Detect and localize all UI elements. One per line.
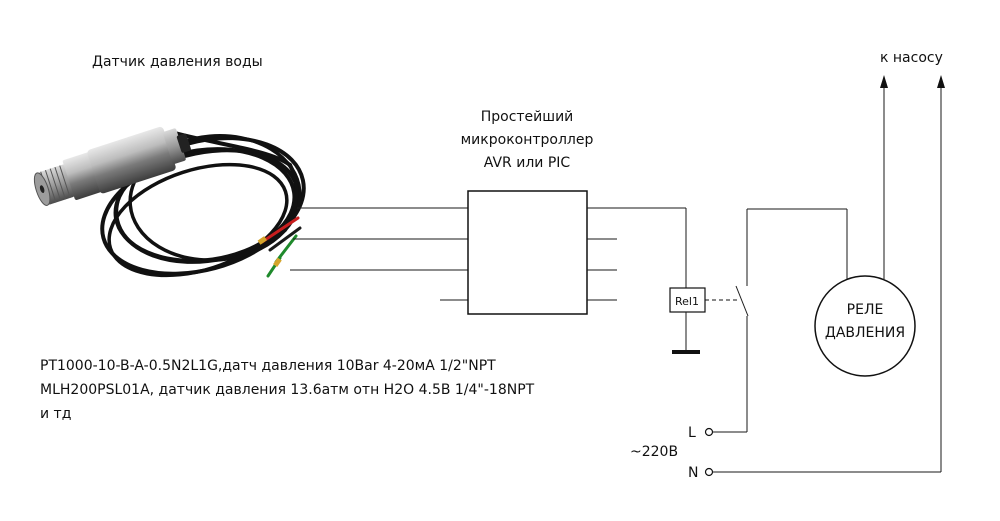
microcontroller-label-line-1: Простейший	[481, 109, 574, 125]
sensor-title: Датчик давления воды	[92, 54, 263, 70]
mains-l-terminal	[704, 427, 714, 437]
relay-coil: Rel1	[669, 208, 706, 351]
mains-voltage-label: ~220В	[630, 444, 678, 460]
mains-n-label: N	[688, 465, 698, 481]
pump-label: к насосу	[880, 50, 943, 66]
pressure-relay-circle	[814, 275, 916, 377]
microcontroller-label-line-2: микроконтроллер	[461, 132, 594, 148]
relay-label: Rel1	[675, 295, 699, 308]
pressure-relay-label-line-2: ДАВЛЕНИЯ	[825, 325, 905, 341]
pump-output-lines	[880, 75, 945, 472]
sensor-description-line-1: PT1000-10-B-A-0.5N2L1G,датч давления 10B…	[40, 358, 496, 374]
mains-l-label: L	[688, 425, 696, 441]
pressure-sensor-image	[33, 126, 306, 278]
sensor-description-line-2: MLH200PSL01A, датчик давления 13.6атм от…	[40, 382, 535, 398]
microcontroller-output-pins	[587, 207, 686, 301]
microcontroller-box	[467, 190, 588, 315]
microcontroller-label-line-3: AVR или PIC	[484, 155, 571, 171]
pressure-relay-label-line-1: РЕЛЕ	[847, 302, 884, 318]
mains-terminals: L ~220В N	[630, 425, 941, 481]
mains-n-terminal	[704, 467, 714, 477]
relay-switch-contact	[735, 208, 848, 432]
sensor-wires	[290, 207, 468, 301]
sensor-description-line-3: и тд	[40, 406, 71, 422]
